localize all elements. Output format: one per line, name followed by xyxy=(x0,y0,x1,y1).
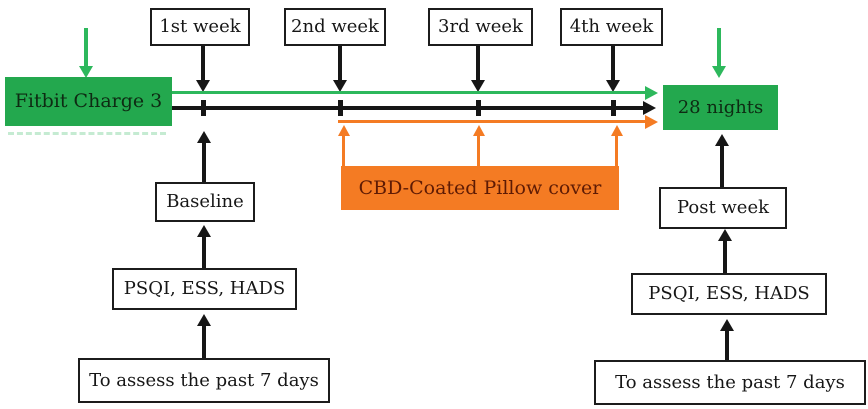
fitbit-device-label: Fitbit Charge 3 xyxy=(14,90,163,113)
postweek-label: Post week xyxy=(676,197,770,219)
nights-duration-box: 28 nights xyxy=(663,85,778,130)
psqi-to-postweek-arrow xyxy=(723,241,727,273)
week-box-3rd: 3rd week xyxy=(428,8,533,46)
cbd-connector-arrow-2 xyxy=(477,136,480,166)
assess-to-psqi-arrow-right xyxy=(725,331,729,360)
assess-to-psqi-arrow-left xyxy=(202,326,206,358)
assess-label-left: To assess the past 7 days xyxy=(89,369,319,391)
black-timeline-arrow xyxy=(172,106,643,110)
psqi-box-left: PSQI, ESS, HADS xyxy=(112,268,297,310)
week-box-4th: 4th week xyxy=(560,8,663,46)
week-box-1st: 1st week xyxy=(150,8,250,46)
week-marker-arrow-2 xyxy=(338,46,342,80)
psqi-to-baseline-arrow xyxy=(202,237,206,268)
week-tick-2 xyxy=(338,100,343,116)
baseline-label: Baseline xyxy=(166,191,244,213)
cbd-pillow-cover-label: CBD-Coated Pillow cover xyxy=(358,176,602,199)
week-box-2nd: 2nd week xyxy=(284,8,386,46)
green-timeline-arrow xyxy=(172,91,645,94)
week-label-3rd: 3rd week xyxy=(438,16,523,38)
postweek-box: Post week xyxy=(659,187,787,229)
cbd-connector-arrow-3 xyxy=(615,136,618,166)
assess-box-right: To assess the past 7 days xyxy=(594,360,866,405)
cbd-connector-arrow-1 xyxy=(342,136,345,166)
week-label-2nd: 2nd week xyxy=(291,16,379,38)
baseline-to-timeline-arrow xyxy=(202,143,206,182)
week-marker-arrow-4 xyxy=(611,46,615,80)
week-tick-1 xyxy=(201,100,206,116)
assess-label-right: To assess the past 7 days xyxy=(615,371,845,393)
week-label-4th: 4th week xyxy=(569,16,654,38)
week-marker-arrow-1 xyxy=(201,46,205,80)
week-tick-4 xyxy=(611,100,616,116)
week-label-1st: 1st week xyxy=(159,16,241,38)
nights-duration-label: 28 nights xyxy=(677,96,764,118)
week-marker-arrow-3 xyxy=(476,46,480,80)
fitbit-box-shadow-dashes xyxy=(8,132,166,135)
postweek-to-nights-arrow xyxy=(720,146,724,187)
assess-box-left: To assess the past 7 days xyxy=(78,358,330,403)
cbd-pillow-cover-box: CBD-Coated Pillow cover xyxy=(341,166,619,210)
psqi-box-right: PSQI, ESS, HADS xyxy=(631,273,827,315)
fitbit-device-box: Fitbit Charge 3 xyxy=(5,77,172,126)
baseline-box: Baseline xyxy=(155,182,255,222)
fitbit-pointer-arrow xyxy=(84,28,88,66)
psqi-label-right: PSQI, ESS, HADS xyxy=(648,283,810,305)
week-tick-3 xyxy=(476,100,481,116)
nights-pointer-arrow xyxy=(717,28,721,66)
psqi-label-left: PSQI, ESS, HADS xyxy=(123,278,286,300)
orange-timeline-arrow xyxy=(338,120,645,123)
